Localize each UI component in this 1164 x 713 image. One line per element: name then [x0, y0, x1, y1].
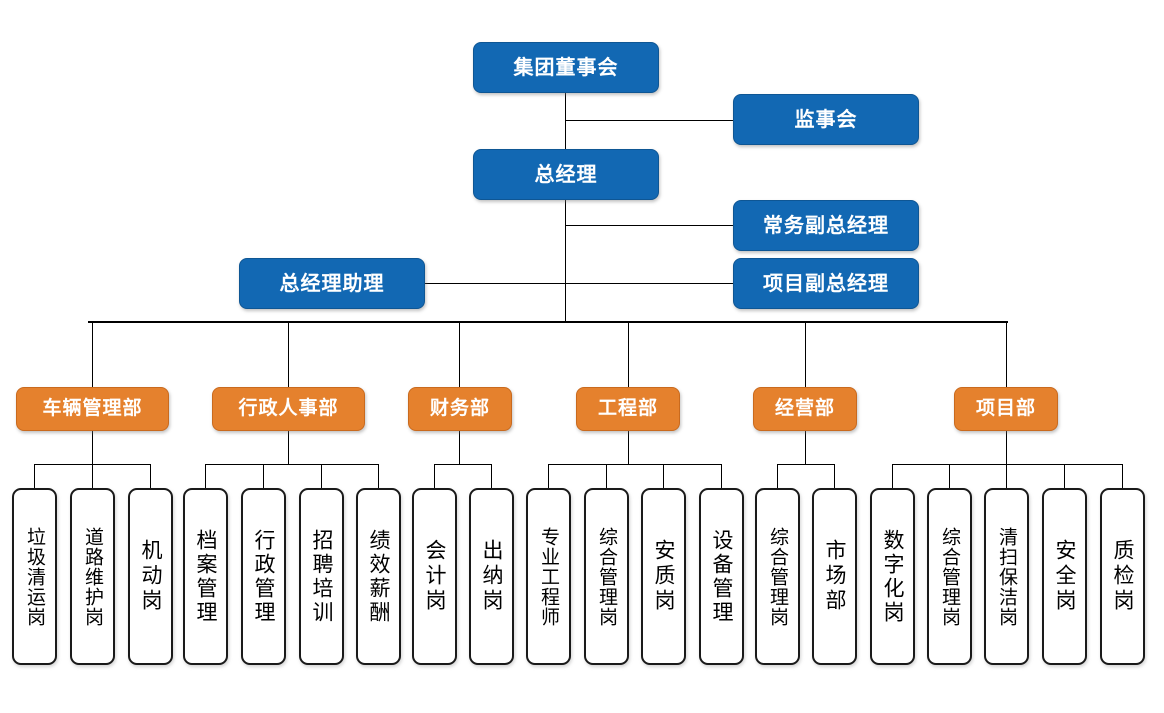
node-board[interactable]: 集团董事会	[473, 42, 659, 93]
connector-trunk-to-dept-4	[628, 321, 629, 387]
connector-trunk-to-dept-1	[92, 321, 93, 387]
leaf-position-box[interactable]: 行政管理	[241, 488, 286, 665]
connector-dept4-stem	[628, 425, 629, 465]
node-gm-assistant[interactable]: 总经理助理	[239, 258, 425, 309]
connector-board-to-supervisory	[565, 120, 733, 121]
leaf-label: 安全岗	[1053, 539, 1076, 614]
connector-dept1-stem	[92, 425, 93, 465]
leaf-position-box[interactable]: 绩效薪酬	[356, 488, 401, 665]
connector-dept3-drop-2	[491, 464, 492, 489]
leaf-label: 综合管理岗	[939, 526, 960, 627]
connector-gm-to-assistant	[425, 283, 566, 284]
leaf-position-box[interactable]: 道路维护岗	[70, 488, 115, 665]
node-department-admin-hr[interactable]: 行政人事部	[212, 387, 365, 431]
department-trunk-bar	[88, 321, 1008, 323]
connector-trunk-to-dept-5	[805, 321, 806, 387]
node-department-finance[interactable]: 财务部	[408, 387, 512, 431]
leaf-position-box[interactable]: 安质岗	[641, 488, 686, 665]
connector-gm-to-exec-deputy	[565, 225, 733, 226]
leaf-position-box[interactable]: 综合管理岗	[927, 488, 972, 665]
connector-dept6-drop-5	[1122, 464, 1123, 489]
leaf-label: 会计岗	[423, 539, 446, 614]
connector-dept1-drop-1	[34, 464, 35, 489]
leaf-position-box[interactable]: 市场部	[812, 488, 857, 665]
connector-dept2-drop-3	[321, 464, 322, 489]
leaf-label: 机动岗	[139, 539, 162, 614]
leaf-label: 质检岗	[1111, 539, 1134, 614]
leaf-position-box[interactable]: 安全岗	[1042, 488, 1087, 665]
leaf-position-box[interactable]: 综合管理岗	[755, 488, 800, 665]
connector-dept5-bar	[777, 464, 835, 465]
connector-dept6-bar	[892, 464, 1123, 465]
leaf-position-box[interactable]: 招聘培训	[299, 488, 344, 665]
connector-dept2-stem	[288, 425, 289, 465]
leaf-position-box[interactable]: 专业工程师	[526, 488, 571, 665]
leaf-label: 招聘培训	[310, 528, 333, 625]
node-project-deputy-gm[interactable]: 项目副总经理	[733, 258, 919, 309]
leaf-label: 设备管理	[710, 528, 733, 625]
leaf-label: 出纳岗	[480, 539, 503, 614]
connector-trunk-to-dept-6	[1006, 321, 1007, 387]
node-executive-deputy-gm[interactable]: 常务副总经理	[733, 200, 919, 251]
leaf-label: 安质岗	[652, 539, 675, 614]
connector-dept4-drop-2	[606, 464, 607, 489]
connector-dept6-drop-1	[892, 464, 893, 489]
leaf-position-box[interactable]: 垃圾清运岗	[12, 488, 57, 665]
leaf-position-box[interactable]: 综合管理岗	[584, 488, 629, 665]
connector-dept2-drop-2	[263, 464, 264, 489]
leaf-label: 道路维护岗	[82, 526, 103, 627]
node-department-engineering[interactable]: 工程部	[576, 387, 680, 431]
leaf-label: 绩效薪酬	[367, 528, 390, 625]
node-department-operations[interactable]: 经营部	[753, 387, 857, 431]
connector-dept3-stem	[459, 425, 460, 465]
node-supervisory-board[interactable]: 监事会	[733, 94, 919, 145]
node-department-project[interactable]: 项目部	[954, 387, 1058, 431]
leaf-label: 行政管理	[252, 528, 275, 625]
connector-dept6-drop-3	[1006, 464, 1007, 489]
leaf-label: 档案管理	[194, 528, 217, 625]
connector-dept3-bar	[434, 464, 492, 465]
connector-dept5-stem	[805, 425, 806, 465]
leaf-position-box[interactable]: 机动岗	[128, 488, 173, 665]
leaf-position-box[interactable]: 质检岗	[1100, 488, 1145, 665]
connector-dept5-drop-2	[834, 464, 835, 489]
connector-dept4-drop-4	[721, 464, 722, 489]
leaf-label: 垃圾清运岗	[24, 526, 45, 627]
leaf-label: 专业工程师	[538, 526, 559, 627]
connector-gm-to-project-deputy	[565, 283, 733, 284]
leaf-label: 综合管理岗	[767, 526, 788, 627]
connector-dept5-drop-1	[777, 464, 778, 489]
leaf-position-box[interactable]: 会计岗	[412, 488, 457, 665]
leaf-position-box[interactable]: 出纳岗	[469, 488, 514, 665]
leaf-position-box[interactable]: 设备管理	[699, 488, 744, 665]
connector-trunk-to-dept-2	[288, 321, 289, 387]
connector-dept2-drop-4	[378, 464, 379, 489]
connector-dept4-drop-1	[548, 464, 549, 489]
connector-dept1-drop-3	[150, 464, 151, 489]
leaf-label: 综合管理岗	[596, 526, 617, 627]
node-department-vehicle-management[interactable]: 车辆管理部	[16, 387, 169, 431]
connector-board-to-gm	[565, 92, 566, 150]
connector-dept4-drop-3	[663, 464, 664, 489]
connector-dept2-bar	[205, 464, 379, 465]
connector-dept6-drop-4	[1064, 464, 1065, 489]
node-general-manager[interactable]: 总经理	[473, 149, 659, 200]
connector-dept6-drop-2	[949, 464, 950, 489]
leaf-position-box[interactable]: 数字化岗	[870, 488, 915, 665]
leaf-position-box[interactable]: 清扫保洁岗	[984, 488, 1029, 665]
connector-dept4-bar	[548, 464, 722, 465]
connector-gm-stem	[565, 199, 566, 322]
connector-dept3-drop-1	[434, 464, 435, 489]
leaf-position-box[interactable]: 档案管理	[183, 488, 228, 665]
connector-dept6-stem	[1006, 425, 1007, 465]
leaf-label: 市场部	[823, 539, 846, 614]
leaf-label: 清扫保洁岗	[996, 526, 1017, 627]
connector-dept2-drop-1	[205, 464, 206, 489]
connector-trunk-to-dept-3	[459, 321, 460, 387]
connector-dept1-drop-2	[92, 464, 93, 489]
leaf-label: 数字化岗	[881, 528, 904, 625]
